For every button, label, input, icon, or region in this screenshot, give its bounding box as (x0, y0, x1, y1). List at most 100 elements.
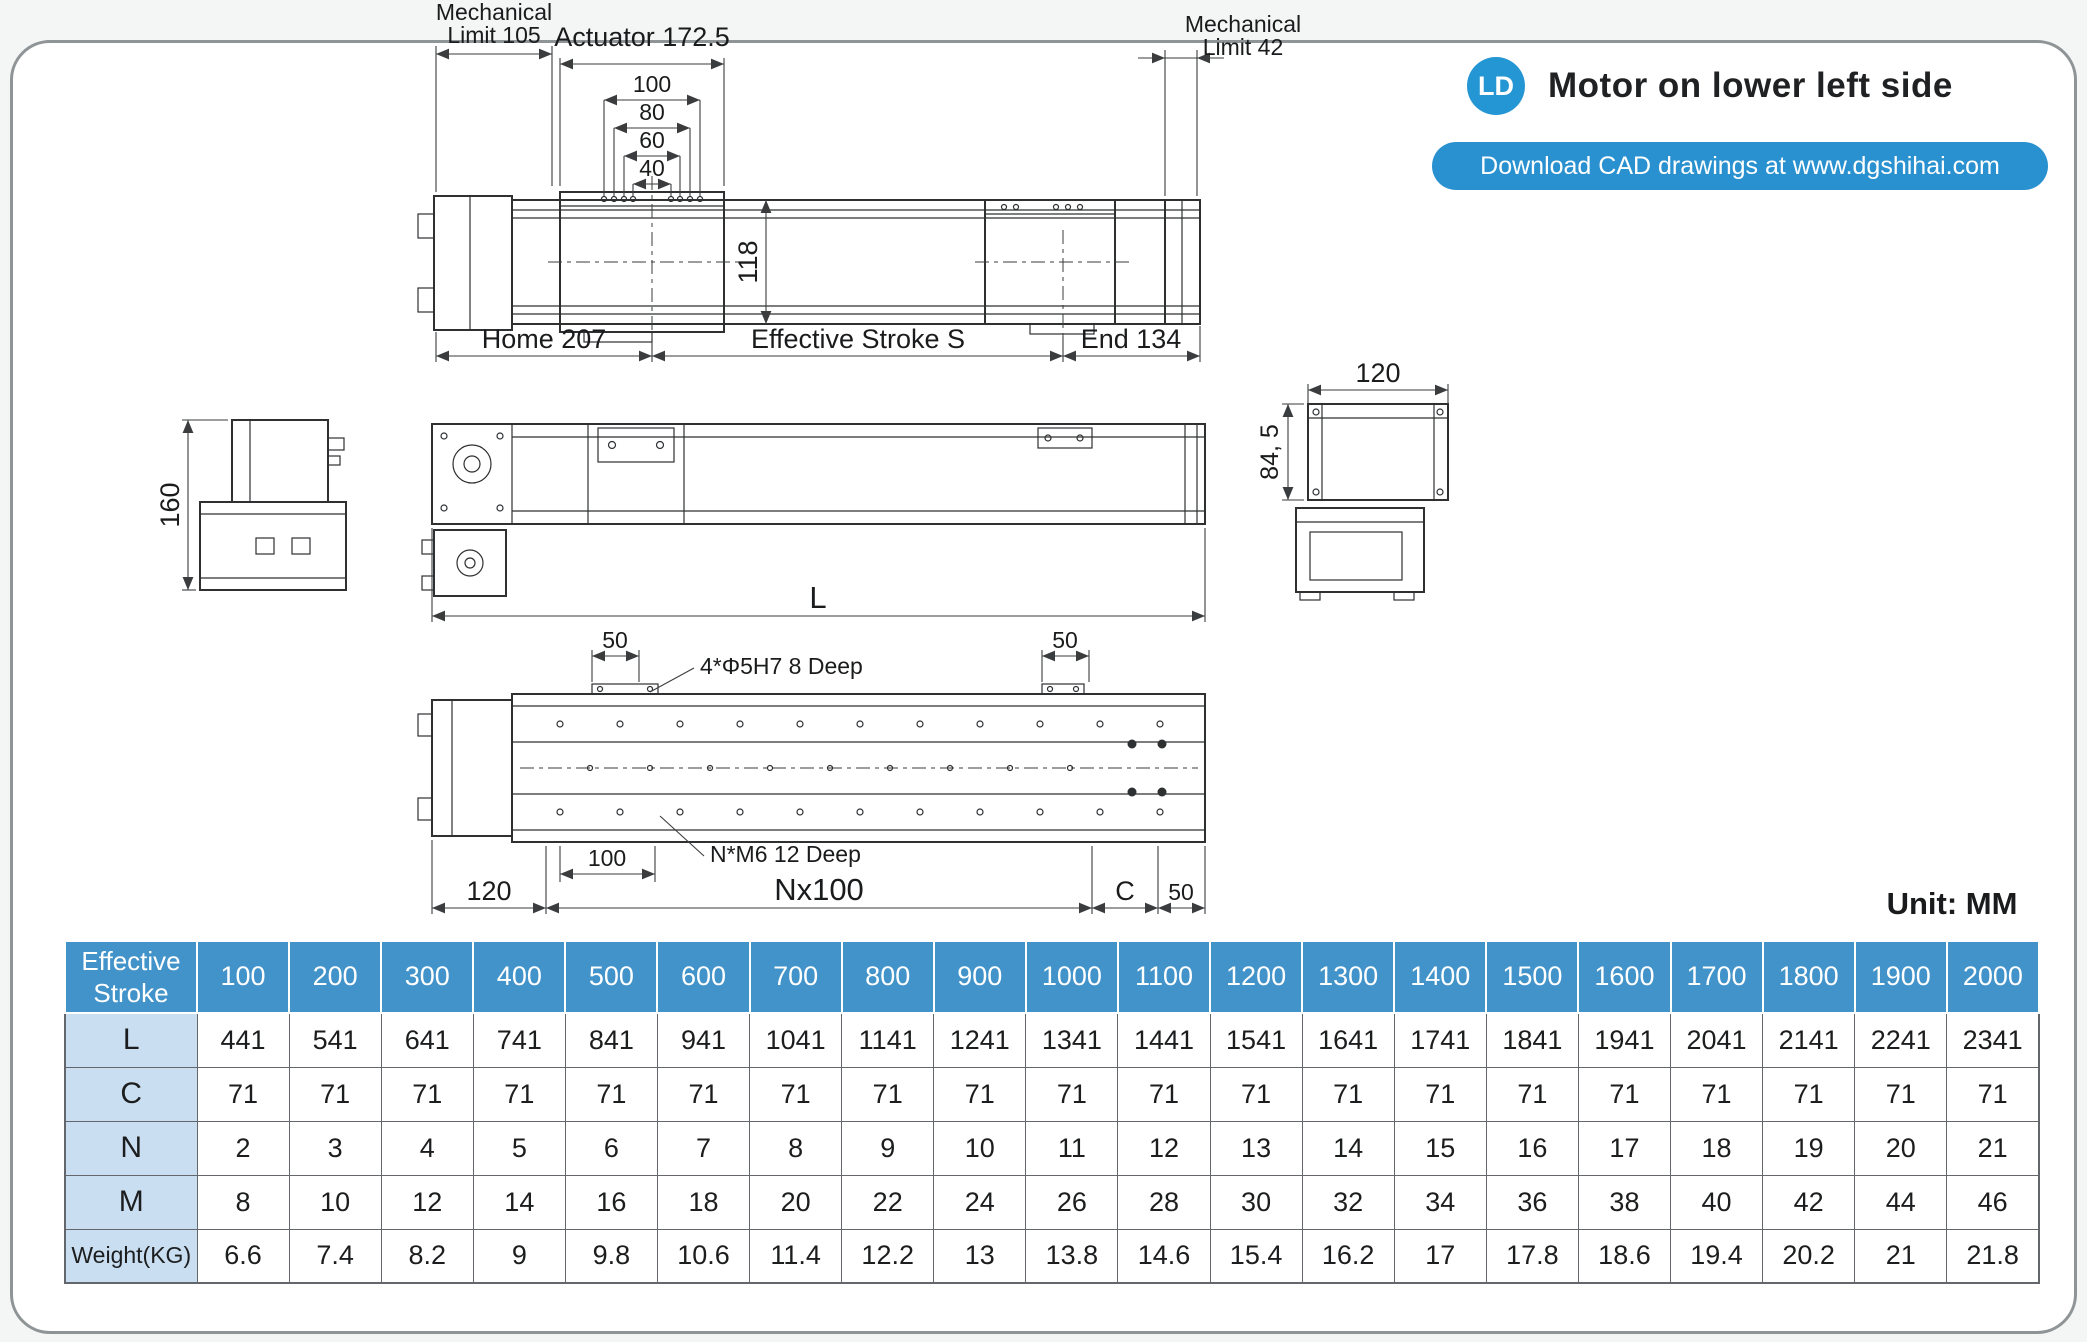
value-cell: 38 (1577, 1174, 1672, 1230)
dim-label-mech-limit-105-line1: Mechanical (436, 0, 552, 25)
dim-label-40: 40 (639, 155, 665, 181)
value-cell: 2141 (1762, 1012, 1856, 1068)
dim-label-nx100: Nx100 (774, 872, 864, 907)
value-cell: 14 (1301, 1120, 1395, 1176)
stroke-col-header: 1700 (1669, 940, 1764, 1014)
row-label: N (64, 1120, 198, 1176)
value-cell: 7 (656, 1120, 751, 1176)
value-cell: 71 (933, 1066, 1027, 1122)
value-cell: 8 (749, 1120, 843, 1176)
value-cell: 71 (1393, 1066, 1487, 1122)
value-cell: 71 (1854, 1066, 1948, 1122)
motor-plan (433, 529, 507, 597)
effective-stroke-header: Effective Stroke (64, 940, 198, 1014)
stroke-col-header: 1100 (1116, 940, 1212, 1014)
value-cell: 17 (1577, 1120, 1672, 1176)
stroke-col-header: 600 (656, 940, 751, 1014)
page-title: Motor on lower left side (1548, 66, 1953, 105)
dim-label-100: 100 (633, 71, 671, 97)
value-cell: 2041 (1669, 1012, 1764, 1068)
value-cell: 46 (1946, 1174, 2040, 1230)
value-cell: 71 (1762, 1066, 1856, 1122)
value-cell: 941 (656, 1012, 751, 1068)
download-cad-banner[interactable]: Download CAD drawings at www.dgshihai.co… (1432, 142, 2048, 190)
value-cell: 71 (1485, 1066, 1579, 1122)
value-cell: 71 (564, 1066, 658, 1122)
value-cell: 19.4 (1669, 1228, 1764, 1284)
stroke-col-header: 500 (564, 940, 659, 1014)
value-cell: 18 (656, 1174, 751, 1230)
value-cell: 17 (1393, 1228, 1487, 1284)
value-cell: 10.6 (656, 1228, 751, 1284)
value-cell: 1141 (841, 1012, 935, 1068)
value-cell: 71 (656, 1066, 751, 1122)
value-cell: 2 (196, 1120, 290, 1176)
value-cell: 14 (472, 1174, 566, 1230)
dim-label-160: 160 (155, 482, 185, 527)
dim-label-84-5: 84, 5 (1256, 424, 1284, 480)
value-cell: 71 (196, 1066, 290, 1122)
value-cell: 30 (1209, 1174, 1303, 1230)
value-cell: 21.8 (1946, 1228, 2040, 1284)
value-cell: 71 (1209, 1066, 1303, 1122)
value-cell: 71 (1946, 1066, 2040, 1122)
value-cell: 71 (1025, 1066, 1119, 1122)
stroke-col-header: 1500 (1485, 940, 1580, 1014)
value-cell: 1641 (1301, 1012, 1395, 1068)
dim-label-mech-limit-42-line1: Mechanical (1185, 11, 1301, 37)
value-cell: 6 (564, 1120, 658, 1176)
motor-bottom (431, 699, 513, 837)
value-cell: 12 (1117, 1120, 1211, 1176)
hole-note-m6: N*M6 12 Deep (710, 841, 861, 867)
motor-body (433, 195, 513, 331)
value-cell: 841 (564, 1012, 658, 1068)
value-cell: 11 (1025, 1120, 1119, 1176)
rail-end-section (1307, 403, 1449, 501)
value-cell: 71 (288, 1066, 382, 1122)
value-cell: 71 (749, 1066, 843, 1122)
dim-label-118: 118 (733, 240, 763, 283)
dim-label-120-bottom: 120 (466, 876, 511, 906)
dim-label-end-134: End 134 (1081, 324, 1182, 354)
stroke-col-header: 1400 (1393, 940, 1488, 1014)
stroke-col-header: 700 (748, 940, 843, 1014)
row-label: Weight(KG) (64, 1228, 198, 1284)
dim-label-80: 80 (639, 99, 665, 125)
value-cell: 34 (1393, 1174, 1487, 1230)
value-cell: 1441 (1117, 1012, 1211, 1068)
dim-label-L: L (809, 580, 826, 615)
value-cell: 13 (933, 1228, 1027, 1284)
rail-bottom (511, 693, 1206, 843)
stroke-col-header: 100 (195, 940, 291, 1014)
row-label: L (64, 1012, 198, 1068)
value-cell: 71 (1577, 1066, 1672, 1122)
value-cell: 10 (933, 1120, 1027, 1176)
value-cell: 36 (1485, 1174, 1579, 1230)
dim-label-50-bottom: 50 (1168, 879, 1194, 905)
stroke-col-header: 200 (288, 940, 383, 1014)
value-cell: 18.6 (1577, 1228, 1672, 1284)
stroke-col-header: 800 (840, 940, 935, 1014)
value-cell: 21 (1854, 1228, 1948, 1284)
value-cell: 12 (380, 1174, 474, 1230)
value-cell: 9 (841, 1120, 935, 1176)
row-label: C (64, 1066, 198, 1122)
hole-note-5h7: 4*Φ5H7 8 Deep (700, 653, 863, 679)
motor-end-section (1295, 507, 1425, 593)
ld-badge: LD (1467, 57, 1525, 115)
dim-label-mech-limit-105-line2: Limit 105 (447, 22, 540, 48)
value-cell: 20 (1854, 1120, 1948, 1176)
dim-label-120: 120 (1355, 358, 1400, 388)
value-cell: 28 (1117, 1174, 1211, 1230)
value-cell: 24 (933, 1174, 1027, 1230)
dim-label-effective-stroke: Effective Stroke S (751, 324, 965, 354)
unit-label: Unit: MM (1887, 886, 2018, 921)
value-cell: 1541 (1209, 1012, 1303, 1068)
value-cell: 1341 (1025, 1012, 1119, 1068)
value-cell: 71 (472, 1066, 566, 1122)
